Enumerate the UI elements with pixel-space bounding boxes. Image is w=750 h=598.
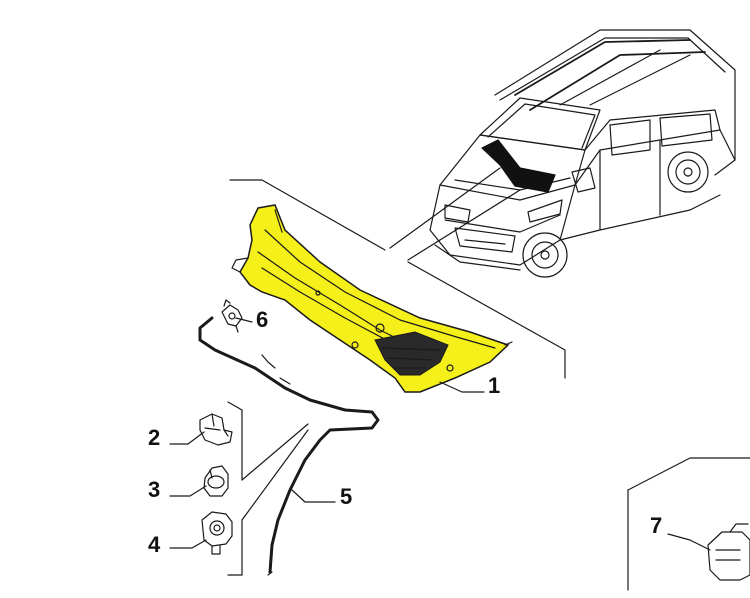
bracket-part-2	[199, 413, 233, 446]
callout-leaders	[169, 317, 711, 551]
callout-5-label: 5	[340, 484, 352, 509]
cowl-panel-part-1	[231, 204, 513, 393]
grommet-part-3	[203, 465, 229, 497]
callout-1-label: 1	[488, 373, 500, 398]
pump-part-4	[201, 511, 233, 555]
callout-4-label: 4	[148, 532, 161, 557]
clip-part-6	[221, 299, 243, 333]
callout-7-label: 7	[650, 513, 662, 538]
callout-3-label: 3	[148, 477, 160, 502]
group-bracket-lines	[227, 401, 309, 576]
part-7-assembly	[627, 457, 750, 591]
callout-6-label: 6	[256, 307, 268, 332]
washer-hose-part-5	[198, 316, 380, 576]
van-illustration	[429, 29, 736, 278]
callout-labels: 1 2 3 4 5 6 7	[148, 307, 662, 557]
van-pointer-lines	[229, 167, 566, 379]
callout-2-label: 2	[148, 425, 160, 450]
